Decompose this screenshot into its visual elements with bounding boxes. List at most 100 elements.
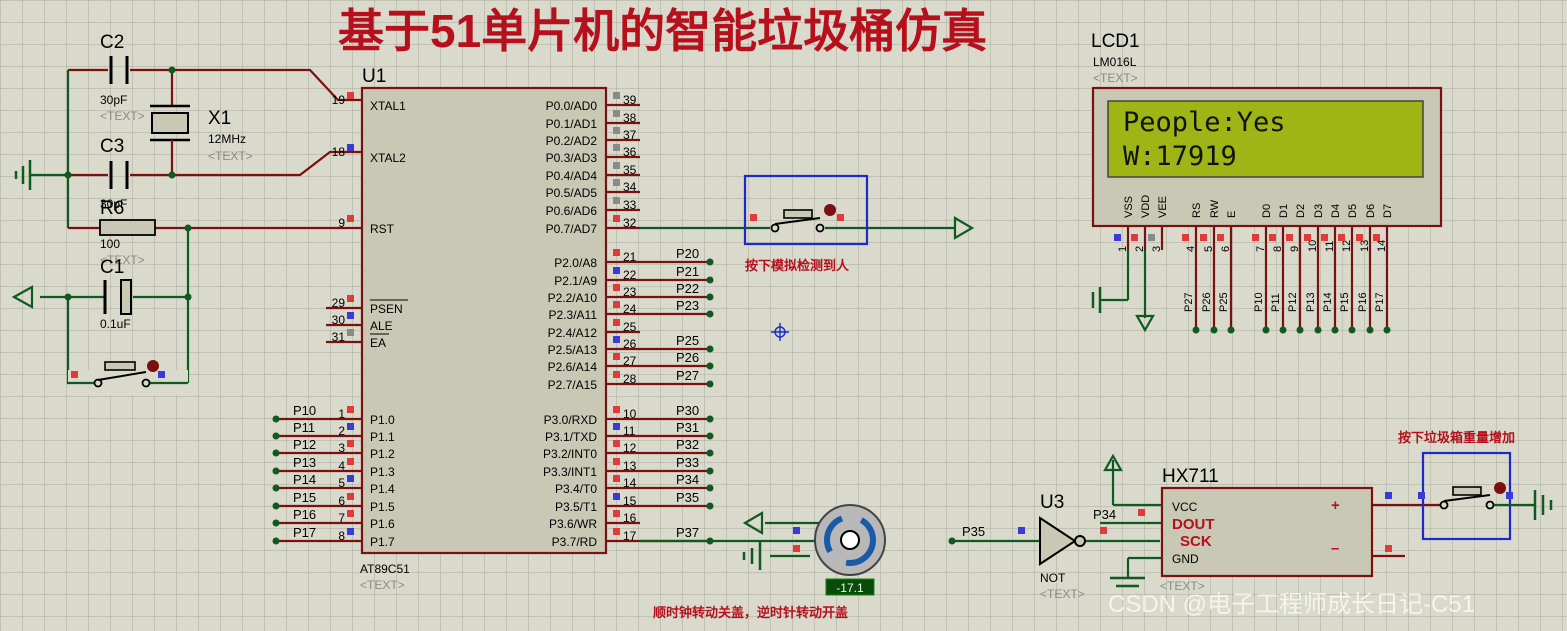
net-label: P37 — [676, 525, 699, 540]
u1-pin-p15: P1.5 — [370, 500, 395, 514]
u1-pin-number: 19 — [332, 93, 346, 107]
lcd-pin-e: E — [1226, 211, 1238, 218]
weight-switch[interactable]: 按下垃圾箱重量增加 — [1398, 430, 1553, 541]
person-switch-caption: 按下模拟检测到人 — [745, 258, 850, 273]
lcd-pin-number: 3 — [1151, 246, 1163, 252]
u1-at89c51[interactable]: U1 AT89C51 <TEXT> XTAL119XTAL218RST9PSEN… — [272, 66, 714, 592]
u1-pin-p10: P1.0 — [370, 413, 395, 427]
r6-text-placeholder: <TEXT> — [100, 253, 145, 267]
lcd-pin-d6: D6 — [1365, 204, 1377, 218]
net-label: P26 — [676, 350, 699, 365]
u1-pin-psen: PSEN — [370, 302, 403, 316]
u1-pin-p25a13: P2.5/A13 — [548, 343, 598, 357]
u1-pin-p31txd: P3.1/TXD — [545, 430, 597, 444]
u1-pin-number: 17 — [623, 529, 637, 543]
motor[interactable]: -17.1 顺时钟转动关盖，逆时针转动开盖 — [640, 504, 886, 620]
u1-pin-number: 22 — [623, 268, 637, 282]
u1-pin-p27a15: P2.7/A15 — [548, 378, 598, 392]
u1-pin-number: 28 — [623, 372, 637, 386]
hx711-dout-label: DOUT — [1172, 516, 1215, 533]
p34-net-label: P34 — [1093, 507, 1116, 522]
lcd-pin-number: 1 — [1117, 246, 1129, 252]
u1-text-placeholder: <TEXT> — [360, 578, 405, 592]
net-label: P17 — [293, 525, 316, 540]
u1-part: AT89C51 — [360, 562, 410, 576]
lcd1-ref: LCD1 — [1091, 31, 1140, 52]
lcd-pin-d3: D3 — [1313, 204, 1325, 218]
u1-pin-xtal2: XTAL2 — [370, 151, 406, 165]
c2-text-placeholder: <TEXT> — [100, 109, 145, 123]
u1-ref: U1 — [362, 66, 386, 87]
u1-pin-number: 39 — [623, 93, 637, 107]
u1-left-pins: XTAL119XTAL218RST9PSEN29ALE30EA31P1.01P1… — [272, 92, 408, 549]
c1-value: 0.1uF — [100, 317, 131, 331]
u1-pin-p17: P1.7 — [370, 535, 395, 549]
u1-pin-p13: P1.3 — [370, 465, 395, 479]
lcd1-display[interactable]: LCD1 LM016L <TEXT> People:Yes W:17919 VS… — [1091, 31, 1443, 334]
net-label: P12 — [1287, 292, 1299, 312]
hx711-text-placeholder: <TEXT> — [1160, 579, 1205, 593]
weight-switch-caption: 按下垃圾箱重量增加 — [1398, 430, 1515, 445]
u1-pin-p12: P1.2 — [370, 447, 395, 461]
net-label: P11 — [1270, 293, 1282, 312]
u1-pin-p16: P1.6 — [370, 517, 395, 531]
net-label: P11 — [293, 420, 315, 435]
lcd-pin-number: 11 — [1324, 241, 1336, 252]
reset-circuit[interactable]: R6 100 <TEXT> C1 0.1uF — [11, 198, 362, 396]
u1-pin-rst: RST — [370, 222, 395, 236]
net-label: P10 — [1253, 292, 1265, 312]
u1-pin-number: 3 — [338, 441, 345, 455]
net-label: P14 — [1322, 292, 1334, 312]
net-label: P26 — [1201, 292, 1213, 312]
lcd-pin-number: 14 — [1376, 240, 1388, 252]
x1-ref: X1 — [208, 108, 231, 129]
net-label: P15 — [1339, 292, 1351, 312]
u1-pin-number: 9 — [338, 216, 345, 230]
u1-pin-p03ad3: P0.3/AD3 — [546, 151, 598, 165]
lcd-pin-rw: RW — [1209, 199, 1221, 218]
x1-value: 12MHz — [208, 132, 246, 146]
u1-pin-p26a14: P2.6/A14 — [548, 360, 598, 374]
u1-pin-number: 29 — [332, 296, 346, 310]
hx711-plus-label: + — [1331, 497, 1340, 514]
c2-value: 30pF — [100, 93, 127, 107]
hx711-module[interactable]: P34 HX711 <TEXT> VCC DOUT SCK GND + – — [1093, 453, 1440, 593]
lcd-pin-d4: D4 — [1330, 204, 1342, 218]
u1-pin-p35t1: P3.5/T1 — [555, 500, 597, 514]
u3-part: NOT — [1040, 571, 1066, 585]
lcd-pin-d2: D2 — [1295, 204, 1307, 218]
u1-pin-number: 7 — [338, 511, 345, 525]
net-label: P14 — [293, 472, 316, 487]
lcd-pin-vee: VEE — [1157, 196, 1169, 218]
u1-pin-number: 2 — [338, 424, 345, 438]
u1-pin-number: 13 — [623, 459, 637, 473]
u1-pin-p37rd: P3.7/RD — [552, 535, 598, 549]
u1-pin-number: 32 — [623, 216, 637, 230]
net-label: P23 — [676, 298, 699, 313]
x1-text-placeholder: <TEXT> — [208, 149, 253, 163]
person-detect-switch[interactable]: 按下模拟检测到人 — [640, 174, 975, 273]
motor-readout: -17.1 — [836, 581, 864, 595]
lcd-pin-number: 6 — [1220, 246, 1232, 252]
c1-ref: C1 — [100, 257, 124, 278]
oscillator-circuit[interactable]: C2 30pF <TEXT> X1 12MHz <TEXT> C3 30pF — [14, 32, 362, 228]
u3-not-gate[interactable]: P35 U3 NOT <TEXT> — [948, 492, 1161, 601]
u1-pin-number: 1 — [338, 407, 345, 421]
u1-pin-number: 24 — [623, 302, 637, 316]
u1-pin-p34t0: P3.4/T0 — [555, 482, 597, 496]
p35-net-label: P35 — [962, 524, 985, 539]
lcd-pin-number: 5 — [1203, 246, 1215, 252]
person-switch-selection-box — [743, 174, 869, 246]
u1-pin-p07ad7: P0.7/AD7 — [546, 222, 598, 236]
r6-value: 100 — [100, 237, 120, 251]
u1-pin-p32int0: P3.2/INT0 — [543, 447, 597, 461]
net-label: P10 — [293, 403, 316, 418]
u3-ref: U3 — [1040, 492, 1064, 513]
u1-pin-p36wr: P3.6/WR — [549, 517, 597, 531]
u1-pin-xtal1: XTAL1 — [370, 99, 406, 113]
lcd-pin-number: 13 — [1359, 240, 1371, 252]
net-label: P27 — [676, 368, 699, 383]
u1-pin-number: 10 — [623, 407, 637, 421]
